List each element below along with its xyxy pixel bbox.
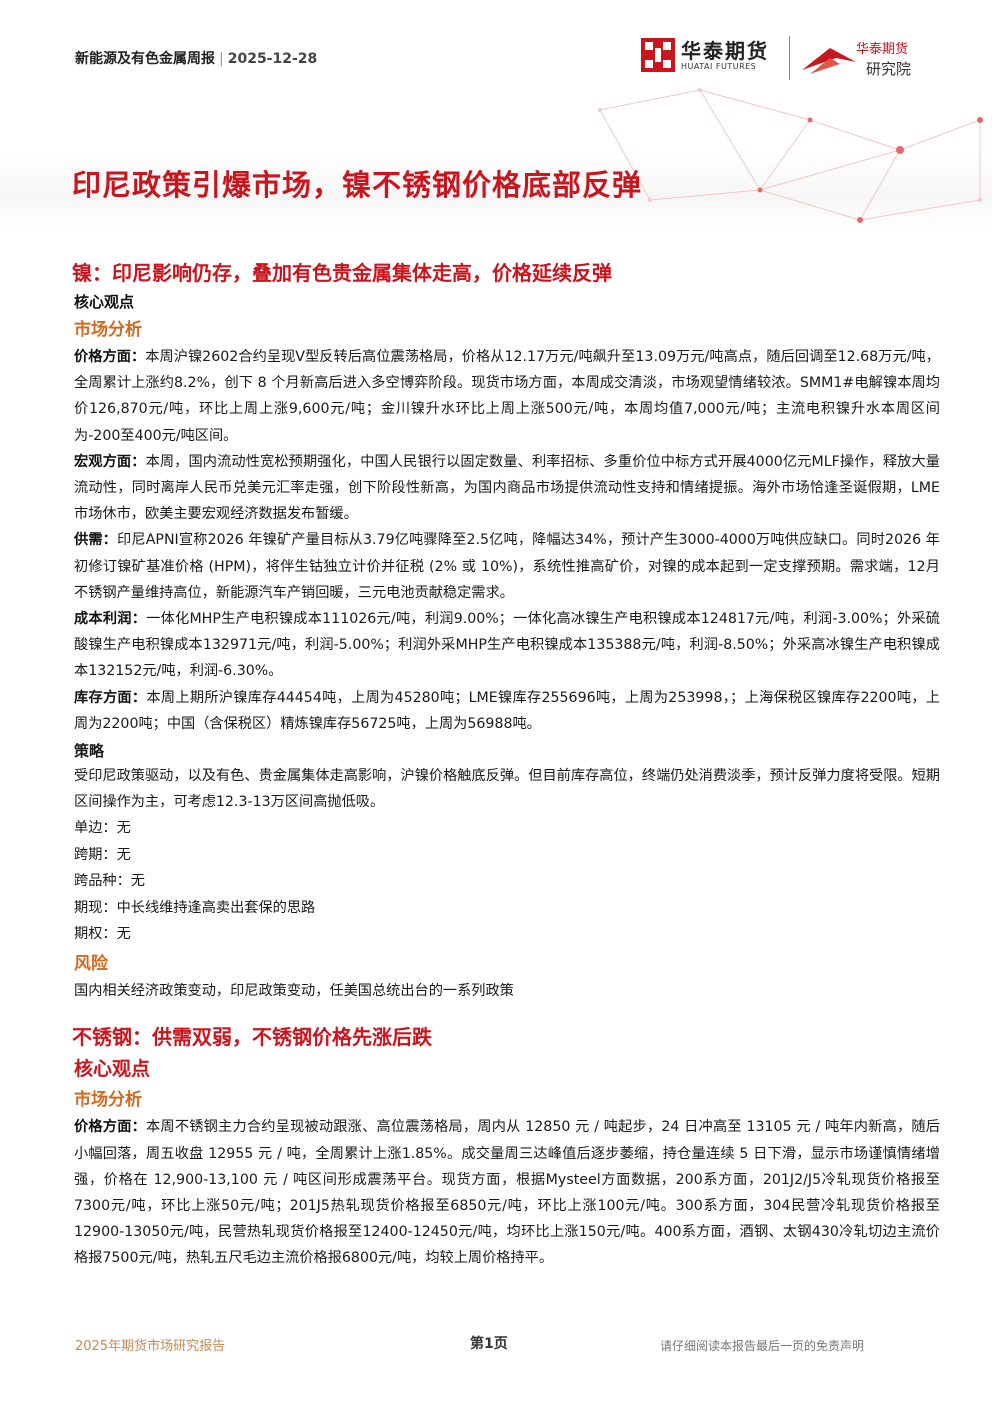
nickel-cost-paragraph: 成本利润：一体化MHP生产电积镍成本111026元/吨，利润9.00%；一体化高… bbox=[74, 606, 940, 685]
logo-en-text: HUATAI FUTURES bbox=[681, 61, 757, 71]
footer-report-name: 2025年期货市场研究报告 bbox=[75, 1339, 226, 1354]
header-separator: | bbox=[219, 51, 224, 67]
nickel-price-label: 价格方面： bbox=[74, 349, 146, 365]
nickel-risk-text: 国内相关经济政策变动，印尼政策变动，任美国总统出台的一系列政策 bbox=[74, 982, 514, 999]
nickel-macro-paragraph: 宏观方面：本周，国内流动性宽松预期强化，中国人民银行以固定数量、利率招标、多重价… bbox=[74, 449, 940, 528]
institute-logo-icon bbox=[802, 48, 856, 74]
strategy-options: 期权：无 bbox=[74, 926, 131, 943]
report-name: 新能源及有色金属周报 bbox=[75, 51, 215, 67]
report-content: 镍：印尼影响仍存，叠加有色贵金属集体走高，价格延续反弹 核心观点 市场分析 价格… bbox=[72, 258, 940, 1272]
logo-cn-text: 华泰期货 bbox=[681, 38, 769, 63]
nickel-strategy-label: 策略 bbox=[74, 742, 105, 761]
page-title: 印尼政策引爆市场，镍不锈钢价格底部反弹 bbox=[72, 168, 643, 202]
strategy-inter-product: 跨品种：无 bbox=[74, 873, 145, 890]
nickel-risk-label: 风险 bbox=[74, 953, 108, 974]
report-header: 新能源及有色金属周报|2025-12-28 bbox=[75, 48, 317, 68]
strategy-spot-futures: 期现：中长线维持逢高卖出套保的思路 bbox=[74, 899, 316, 916]
nickel-strategy-text: 受印尼政策驱动，以及有色、贵金属集体走高影响，沪镍价格触底反弹。但目前库存高位，… bbox=[74, 768, 940, 811]
nickel-section-title: 镍：印尼影响仍存，叠加有色贵金属集体走高，价格延续反弹 bbox=[72, 261, 612, 285]
nickel-price-text: 本周沪镍2602合约呈现V型反转后高位震荡格局，价格从12.17万元/吨飙升至1… bbox=[74, 349, 940, 444]
stainless-price-text: 本周不锈钢主力合约呈现被动跟涨、高位震荡格局，周内从 12850 元 / 吨起步… bbox=[74, 1119, 940, 1267]
stainless-price-label: 价格方面： bbox=[74, 1119, 147, 1136]
nickel-inventory-paragraph: 库存方面：本周上期所沪镍库存44454吨，上周为45280吨；LME镍库存255… bbox=[74, 685, 940, 737]
nickel-macro-label: 宏观方面： bbox=[74, 453, 146, 470]
nickel-supply-label: 供需： bbox=[74, 532, 118, 549]
strategy-single-side: 单边：无 bbox=[74, 820, 131, 837]
stainless-price-paragraph: 价格方面：本周不锈钢主力合约呈现被动跟涨、高位震荡格局，周内从 12850 元 … bbox=[74, 1114, 940, 1271]
nickel-inventory-label: 库存方面： bbox=[74, 689, 147, 706]
stainless-section: 不锈钢：供需双弱，不锈钢价格先涨后跌 核心观点 市场分析 价格方面：本周不锈钢主… bbox=[72, 1022, 940, 1271]
nickel-price-paragraph: 价格方面：本周沪镍2602合约呈现V型反转后高位震荡格局，价格从12.17万元/… bbox=[74, 344, 940, 449]
footer-page-number: 第1页 bbox=[470, 1336, 508, 1352]
nickel-supply-paragraph: 供需：印尼APNI宣称2026 年镍矿产量目标从3.79亿吨骤降至2.5亿吨，降… bbox=[74, 527, 940, 606]
nickel-inventory-text: 本周上期所沪镍库存44454吨，上周为45280吨；LME镍库存255696吨，… bbox=[74, 689, 940, 732]
institute-line1: 华泰期货 bbox=[856, 42, 909, 57]
strategy-inter-period: 跨期：无 bbox=[74, 846, 131, 863]
nickel-supply-text: 印尼APNI宣称2026 年镍矿产量目标从3.79亿吨骤降至2.5亿吨，降幅达3… bbox=[74, 532, 940, 601]
nickel-market-label: 市场分析 bbox=[74, 320, 142, 340]
page-header: 新能源及有色金属周报|2025-12-28 华泰期货 HUATAI FUTURE… bbox=[0, 0, 992, 88]
nickel-core-label: 核心观点 bbox=[74, 293, 135, 311]
stainless-market-label: 市场分析 bbox=[74, 1090, 142, 1111]
logo-divider bbox=[789, 36, 790, 80]
nickel-macro-text: 本周，国内流动性宽松预期强化，中国人民银行以固定数量、利率招标、多重价位中标方式… bbox=[74, 453, 940, 523]
stainless-core-label: 核心观点 bbox=[74, 1058, 151, 1081]
huatai-logo-icon bbox=[641, 38, 675, 72]
report-date: 2025-12-28 bbox=[227, 51, 318, 67]
nickel-cost-text: 一体化MHP生产电积镍成本111026元/吨，利润9.00%；一体化高冰镍生产电… bbox=[74, 611, 940, 680]
institute-line2: 研究院 bbox=[866, 60, 912, 78]
network-decoration bbox=[598, 88, 983, 223]
nickel-cost-label: 成本利润： bbox=[74, 611, 147, 628]
footer-disclaimer-note: 请仔细阅读本报告最后一页的免责声明 bbox=[660, 1339, 865, 1353]
huatai-futures-logo: 华泰期货 HUATAI FUTURES bbox=[641, 38, 769, 72]
title-banner-background bbox=[0, 150, 992, 230]
stainless-section-title: 不锈钢：供需双弱，不锈钢价格先涨后跌 bbox=[72, 1025, 432, 1050]
